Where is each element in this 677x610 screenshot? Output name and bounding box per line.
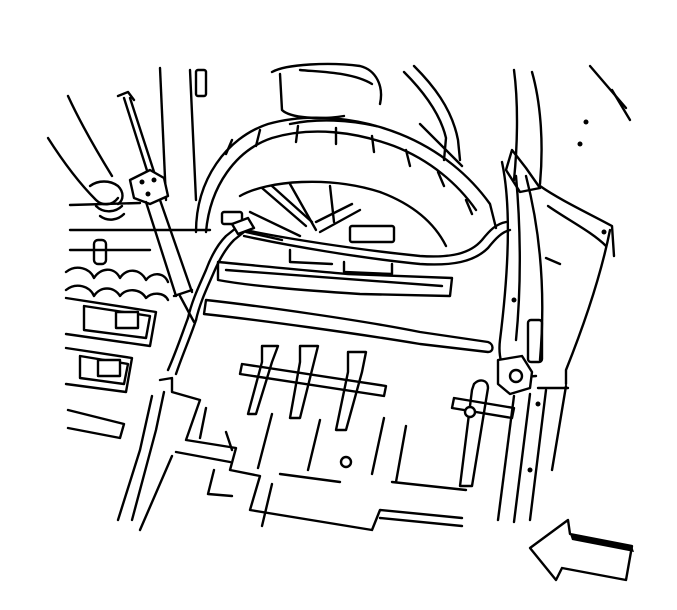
wiring-harness xyxy=(166,216,512,376)
right-pillar xyxy=(496,64,632,524)
left-body-panel xyxy=(68,66,212,252)
floor-trim-channel xyxy=(202,248,494,354)
floor-cross-members xyxy=(116,344,468,532)
upper-seat-panel xyxy=(270,62,464,168)
arrow-icon xyxy=(528,518,634,582)
left-floor-clips xyxy=(64,238,170,440)
hand-with-tool xyxy=(46,90,196,324)
